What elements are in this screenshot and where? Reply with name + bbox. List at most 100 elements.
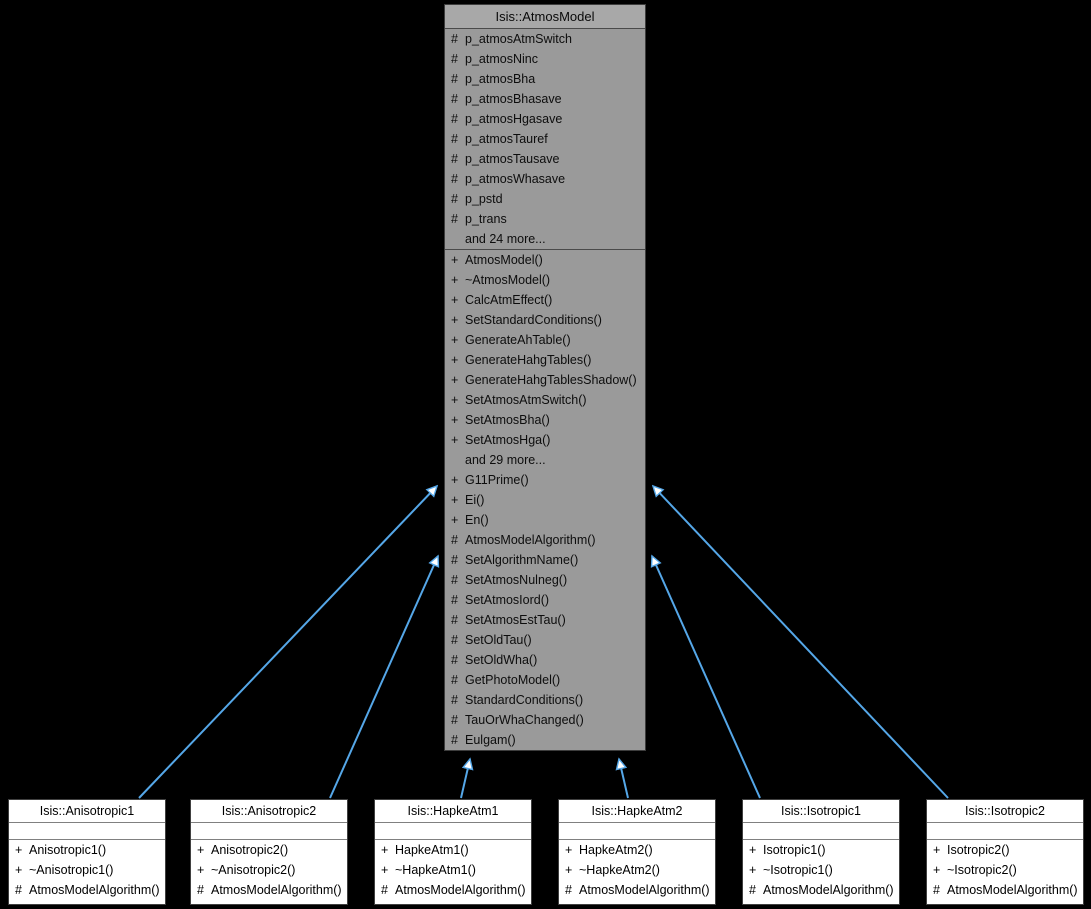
attributes-compartment — [743, 823, 899, 840]
visibility-marker: + — [933, 843, 941, 857]
class-title-atmosmodel: Isis::AtmosModel — [445, 5, 645, 29]
member-name: p_atmosWhasave — [465, 172, 566, 186]
class-title-hapkeatm1: Isis::HapkeAtm1 — [375, 800, 531, 823]
visibility-marker: + — [451, 333, 459, 347]
visibility-marker: # — [451, 112, 458, 126]
visibility-marker: # — [451, 192, 458, 206]
member-name: AtmosModel() — [465, 253, 543, 267]
visibility-marker: + — [451, 273, 459, 287]
member-name: AtmosModelAlgorithm() — [763, 883, 894, 897]
class-box-anisotropic1[interactable]: Isis::Anisotropic1 +Anisotropic1()+~Anis… — [8, 799, 166, 905]
attribute-row: #p_atmosAtmSwitch — [445, 29, 645, 49]
edge-isotropic1 — [652, 556, 761, 799]
visibility-marker: + — [15, 843, 23, 857]
edge-anisotropic1 — [138, 486, 437, 799]
attribute-row: #p_atmosWhasave — [445, 169, 645, 189]
visibility-marker: # — [451, 92, 458, 106]
visibility-marker: + — [197, 843, 205, 857]
visibility-marker: # — [451, 573, 458, 587]
member-name: ~Isotropic2() — [947, 863, 1017, 877]
methods-compartment: +HapkeAtm1()+~HapkeAtm1()#AtmosModelAlgo… — [375, 840, 531, 900]
method-row: + Anisotropic1() — [9, 840, 165, 860]
member-name: p_atmosBha — [465, 72, 536, 86]
visibility-marker: # — [451, 533, 458, 547]
edge-hapkeatm1 — [460, 759, 470, 799]
class-box-atmosmodel[interactable]: Isis::AtmosModel #p_atmosAtmSwitch#p_atm… — [444, 4, 646, 751]
attribute-row: #p_pstd — [445, 189, 645, 209]
class-title-anisotropic2: Isis::Anisotropic2 — [191, 800, 347, 823]
visibility-marker: # — [197, 883, 204, 897]
method-row: #GetPhotoModel() — [445, 670, 645, 690]
member-name: AtmosModelAlgorithm() — [579, 883, 710, 897]
visibility-marker: + — [451, 433, 459, 447]
method-row: +Isotropic2() — [927, 840, 1083, 860]
method-row: + ~Anisotropic1() — [9, 860, 165, 880]
member-name: AtmosModelAlgorithm() — [211, 883, 342, 897]
visibility-marker: # — [451, 72, 458, 86]
member-name: Isotropic1() — [763, 843, 826, 857]
member-name: and 24 more... — [465, 232, 546, 246]
attributes-compartment — [927, 823, 1083, 840]
visibility-marker: # — [565, 883, 572, 897]
member-name: ~Anisotropic1() — [29, 863, 114, 877]
method-row: #StandardConditions() — [445, 690, 645, 710]
member-name: AtmosModelAlgorithm() — [947, 883, 1078, 897]
attribute-row: # p_atmosNinc — [445, 49, 645, 69]
class-box-hapkeatm1[interactable]: Isis::HapkeAtm1 + HapkeAtm1()+~HapkeAtm1(… — [374, 799, 532, 905]
visibility-marker: + — [15, 863, 23, 877]
member-name: SetAtmosBha() — [465, 413, 550, 427]
member-name: AtmosModelAlgorithm() — [465, 533, 596, 547]
member-name: p_atmosNinc — [465, 52, 538, 66]
method-row: # SetAtmosNulneg() — [445, 570, 645, 590]
method-row: +GenerateAhTable() — [445, 330, 645, 350]
method-row: #TauOrWhaChanged() — [445, 710, 645, 730]
visibility-marker: + — [749, 843, 757, 857]
visibility-marker: # — [933, 883, 940, 897]
class-box-anisotropic2[interactable]: Isis::Anisotropic2 +Anisotropic2()+~Anis… — [190, 799, 348, 905]
method-row: # AtmosModelAlgorithm() — [191, 880, 347, 900]
member-name: Anisotropic1() — [29, 843, 107, 857]
visibility-marker: + — [933, 863, 941, 877]
visibility-marker: + — [381, 863, 389, 877]
member-name: SetAtmosIord() — [465, 593, 550, 607]
member-name: SetAtmosNulneg() — [465, 573, 568, 587]
visibility-marker: # — [451, 152, 458, 166]
visibility-marker: # — [451, 212, 458, 226]
attribute-row: and 24 more... — [445, 229, 645, 249]
member-name: SetOldWha() — [465, 653, 538, 667]
edge-anisotropic2 — [329, 556, 438, 799]
edge-hapkeatm2 — [619, 759, 629, 799]
member-name: AtmosModelAlgorithm() — [29, 883, 160, 897]
method-row: +~Isotropic1() — [743, 860, 899, 880]
visibility-marker: # — [749, 883, 756, 897]
member-name: p_atmosBhasave — [465, 92, 562, 106]
member-name: p_atmosTausave — [465, 152, 560, 166]
visibility-marker: # — [451, 32, 458, 46]
member-name: HapkeAtm2() — [579, 843, 653, 857]
class-box-isotropic1[interactable]: Isis::Isotropic1 +Isotropic1()+~Isotropi… — [742, 799, 900, 905]
visibility-marker: + — [381, 843, 389, 857]
methods-compartment: +HapkeAtm2()+~HapkeAtm2()#AtmosModelAlgo… — [559, 840, 715, 900]
class-title-hapkeatm2: Isis::HapkeAtm2 — [559, 800, 715, 823]
method-row: + HapkeAtm1() — [375, 840, 531, 860]
attribute-row: #p_atmosTauref — [445, 129, 645, 149]
method-row: and 29 more... — [445, 450, 645, 470]
member-name: p_trans — [465, 212, 507, 226]
method-row: # AtmosModelAlgorithm() — [559, 880, 715, 900]
member-name: ~HapkeAtm2() — [579, 863, 660, 877]
method-row: +G11Prime() — [445, 470, 645, 490]
class-box-isotropic2[interactable]: Isis::Isotropic2 +Isotropic2()+~Isotropi… — [926, 799, 1084, 905]
member-name: Eulgam() — [465, 733, 516, 747]
member-name: HapkeAtm1() — [395, 843, 469, 857]
visibility-marker: # — [451, 52, 458, 66]
visibility-marker: + — [451, 373, 459, 387]
attributes-compartment — [191, 823, 347, 840]
method-row: +~HapkeAtm1() — [375, 860, 531, 880]
method-row: +~AtmosModel() — [445, 270, 645, 290]
method-row: +En() — [445, 510, 645, 530]
methods-compartment: +Anisotropic2()+~Anisotropic2()#AtmosMod… — [191, 840, 347, 900]
visibility-marker: + — [451, 473, 459, 487]
class-box-hapkeatm2[interactable]: Isis::HapkeAtm2 +HapkeAtm2()+~HapkeAtm2(… — [558, 799, 716, 905]
method-row: +Ei() — [445, 490, 645, 510]
visibility-marker: # — [451, 132, 458, 146]
